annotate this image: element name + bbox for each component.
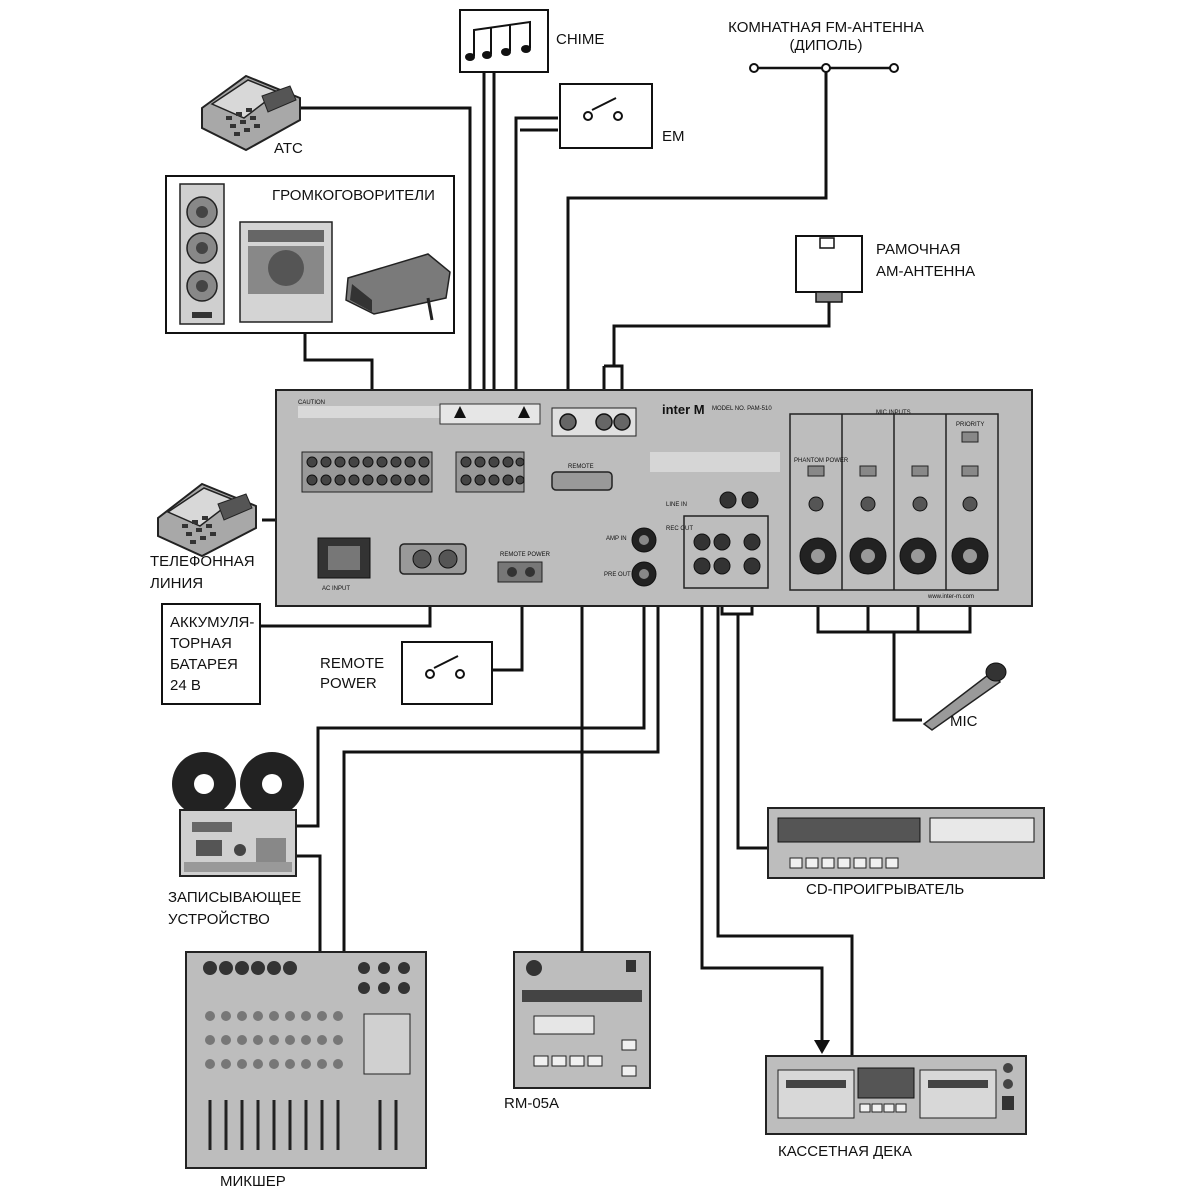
antenna-jacks	[551, 407, 637, 437]
rm05a-remote-mic	[513, 951, 651, 1089]
remote-power-terminal-label: REMOTE POWER	[500, 552, 551, 558]
cassette-deck-label: КАССЕТНАЯ ДЕКА	[778, 1143, 912, 1160]
phone-line-label-line1: ТЕЛЕФОННАЯ	[150, 553, 255, 570]
priority-label: PRIORITY	[956, 422, 984, 428]
battery-label-line4: 24 В	[170, 677, 201, 694]
mic-label: MIC	[950, 713, 978, 730]
brand-logo: inter M	[662, 402, 705, 417]
rec-out-label: REC OUT	[666, 526, 693, 532]
speakers-label: ГРОМКОГОВОРИТЕЛИ	[272, 187, 435, 204]
phone-line-label-line2: ЛИНИЯ	[150, 575, 203, 592]
fm-antenna-label-line1: КОМНАТНАЯ FM-АНТЕННА	[728, 19, 924, 36]
remote-power-terminal	[497, 561, 543, 583]
model-number: MODEL NO. PAM-510	[712, 406, 772, 412]
ac-input-socket	[317, 537, 371, 579]
am-loop-antenna	[795, 235, 863, 303]
battery-box	[161, 603, 261, 705]
amp-in-label: AMP IN	[606, 536, 627, 542]
fm-dipole-antenna	[749, 63, 899, 73]
fm-antenna-label-line2: (ДИПОЛЬ)	[790, 37, 863, 54]
chime-device	[459, 9, 549, 73]
battery-label-line3: БАТАРЕЯ	[170, 656, 238, 673]
microphone-icon	[922, 662, 1007, 731]
em-switch	[559, 83, 653, 149]
remote-power-switch	[401, 641, 493, 705]
battery-label-line1: АККУМУЛЯ-	[170, 614, 254, 631]
reel-recorder	[172, 752, 304, 877]
cd-player	[767, 807, 1045, 879]
chime-label: CHIME	[556, 31, 604, 48]
music-notes-icon	[465, 20, 531, 61]
em-label: EM	[662, 128, 685, 145]
pre-out-label: PRE OUT	[604, 572, 631, 578]
ac-input-label: AC INPUT	[322, 586, 350, 592]
amplifier-rear-panel: CAUTION inter M MODEL NO. PAM-5	[275, 389, 1033, 607]
atc-phone-icon	[201, 74, 301, 152]
cassette-deck	[765, 1055, 1027, 1135]
phantom-power-label: PHANTOM POWER	[794, 458, 849, 464]
remote-port-connector	[551, 471, 613, 491]
remote-power-label-line1: REMOTE	[320, 655, 384, 672]
am-antenna-label-line2: АМ-АНТЕННА	[876, 263, 975, 280]
recorder-label-line2: УСТРОЙСТВО	[168, 910, 270, 928]
phone-line-phone-icon	[157, 482, 257, 558]
speakers-panel	[165, 175, 455, 334]
recorder-label-line1: ЗАПИСЫВАЮЩЕЕ	[168, 889, 301, 906]
speaker-output-terminals	[301, 451, 525, 493]
am-antenna-label-line1: РАМОЧНАЯ	[876, 241, 961, 258]
caution-text: CAUTION	[298, 400, 325, 406]
cd-player-label: CD-ПРОИГРЫВАТЕЛЬ	[806, 881, 964, 898]
website-text: www.inter-m.com	[927, 594, 974, 600]
line-in-label: LINE IN	[666, 502, 687, 508]
remote-port-label: REMOTE	[568, 464, 594, 470]
rm05a-label: RM-05A	[504, 1095, 559, 1112]
mixer	[185, 951, 427, 1169]
remote-power-label-line2: POWER	[320, 675, 377, 692]
mic-inputs-label: MIC INPUTS	[876, 410, 911, 416]
battery-label-line2: ТОРНАЯ	[170, 635, 232, 652]
atc-label: ATC	[274, 140, 303, 157]
mixer-label: МИКШЕР	[220, 1173, 286, 1190]
